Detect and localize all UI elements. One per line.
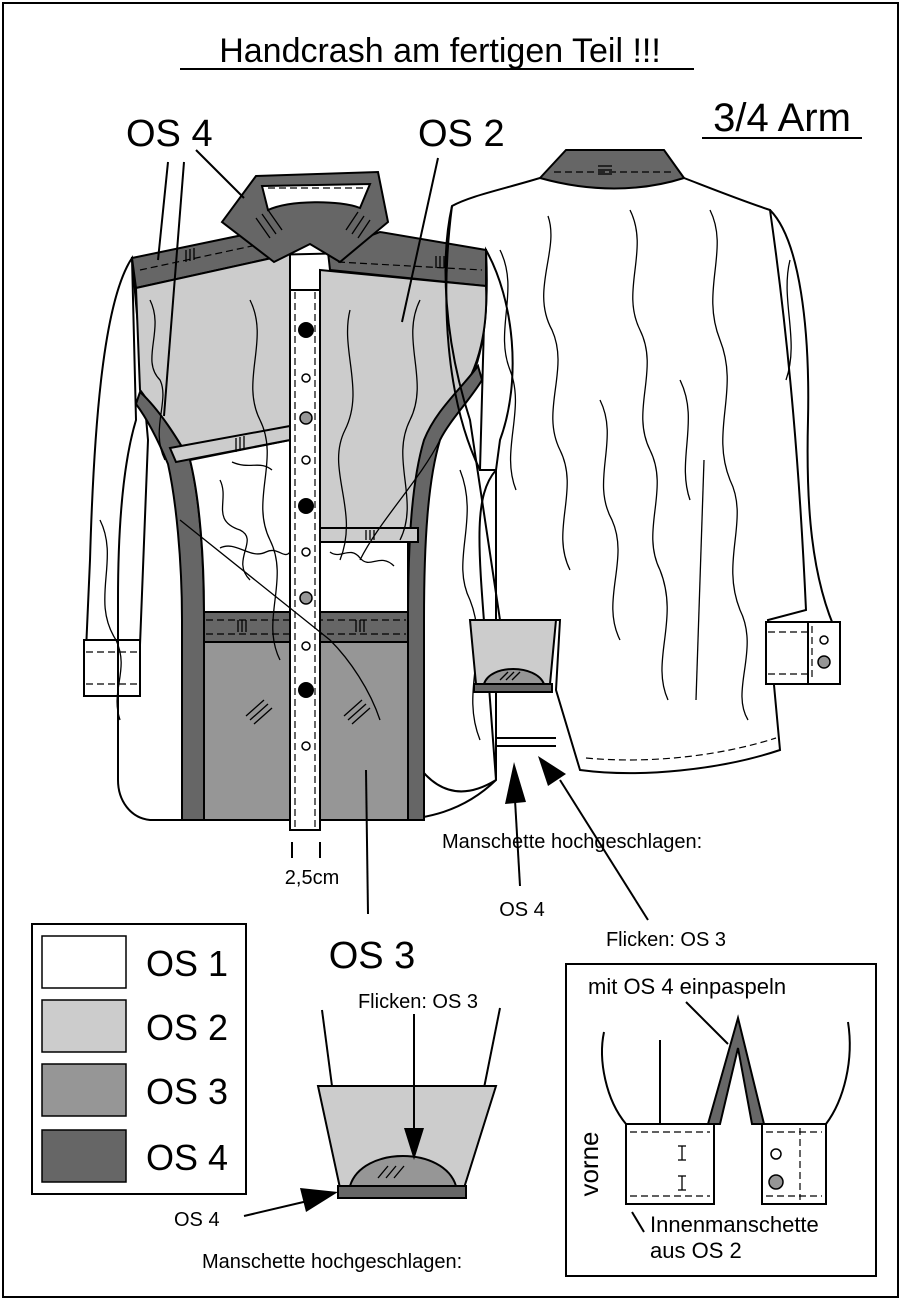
cuff-front-left	[625, 1123, 715, 1205]
cuff-detail-box: mit OS 4 einpaspeln vorne Innenmanschett…	[565, 963, 877, 1277]
legend-label-os1: OS 1	[146, 943, 228, 984]
button-icon	[301, 455, 311, 465]
label-os3-bottom: OS 3	[329, 935, 416, 977]
label-measure: 2,5cm	[285, 867, 339, 889]
shirt-front	[82, 170, 514, 831]
button-icon	[770, 1148, 782, 1160]
legend-entry-os4: OS 4	[41, 1129, 228, 1183]
label-os4-top: OS 4	[126, 113, 213, 155]
button-icon	[301, 373, 311, 383]
legend-entry-os3: OS 3	[41, 1063, 228, 1117]
legend-label-os4: OS 4	[146, 1137, 228, 1178]
button-icon	[298, 682, 314, 698]
legend-entry-os1: OS 1	[41, 935, 228, 989]
cuff-center-patch-os3	[348, 1155, 458, 1187]
button-icon	[768, 1174, 784, 1190]
button-icon	[301, 741, 311, 751]
legend-label-os2: OS 2	[146, 1007, 228, 1048]
label-flicken-right: Flicken: OS 3	[606, 929, 726, 951]
front-scribbles	[99, 299, 481, 741]
legend-label-os3: OS 3	[146, 1071, 228, 1112]
button-icon	[817, 655, 831, 669]
legend-swatch-os1	[41, 935, 127, 989]
legend-swatch-os2	[41, 999, 127, 1053]
cuff-front-right	[761, 1123, 827, 1205]
label-manschette-bottom: Manschette hochgeschlagen:	[202, 1251, 462, 1273]
label-os4-cuff: OS 4	[174, 1209, 220, 1231]
label-manschette-right: Manschette hochgeschlagen:	[442, 831, 702, 853]
sleeve-length-title: 3/4 Arm	[713, 96, 851, 140]
back-collar-os4	[538, 149, 686, 190]
legend-entry-os2: OS 2	[41, 999, 228, 1053]
back-scribbles	[499, 209, 792, 721]
shirt-back	[444, 149, 841, 775]
button-icon	[299, 411, 313, 425]
cuff-center-piping-os4	[337, 1185, 467, 1199]
button-icon	[301, 547, 311, 557]
label-os4-right: OS 4	[499, 899, 545, 921]
label-aus-os2: aus OS 2	[650, 1238, 742, 1263]
front-buttons	[298, 322, 314, 751]
front-left-sleeve	[82, 255, 150, 697]
label-flicken-center: Flicken: OS 3	[358, 991, 478, 1013]
label-vorne: vorne	[574, 1131, 604, 1196]
label-innenmanschette: Innenmanschette	[650, 1212, 819, 1237]
legend: OS 1 OS 2 OS 3 OS 4	[31, 923, 247, 1195]
front-right-sleeve	[478, 246, 514, 471]
front-crash-right	[319, 539, 409, 613]
legend-swatch-os3	[41, 1063, 127, 1117]
cuff-piping-os4	[706, 1014, 766, 1125]
front-lower-left-os3	[203, 641, 291, 821]
label-einpaspeln: mit OS 4 einpaspeln	[588, 974, 786, 999]
button-icon	[819, 635, 829, 645]
button-icon	[298, 322, 314, 338]
label-os2-top: OS 2	[418, 113, 505, 155]
title-group: Handcrash am fertigen Teil !!! 3/4 Arm	[180, 32, 862, 140]
cuff-detail-center: Flicken: OS 3 OS 4 Manschette hochgeschl…	[174, 991, 501, 1273]
front-lower-right-os3	[319, 641, 409, 821]
button-icon	[299, 591, 313, 605]
diagram-labels: OS 4 OS 2 2,5cm Manschette hochgeschlage…	[126, 113, 726, 977]
button-icon	[301, 641, 311, 651]
button-icon	[298, 498, 314, 514]
legend-swatch-os4	[41, 1129, 127, 1183]
page-title: Handcrash am fertigen Teil !!!	[219, 32, 661, 70]
front-crash-left	[188, 438, 291, 613]
back-patch-os3	[482, 668, 546, 685]
back-body	[444, 177, 808, 775]
leader-lines	[157, 149, 649, 921]
